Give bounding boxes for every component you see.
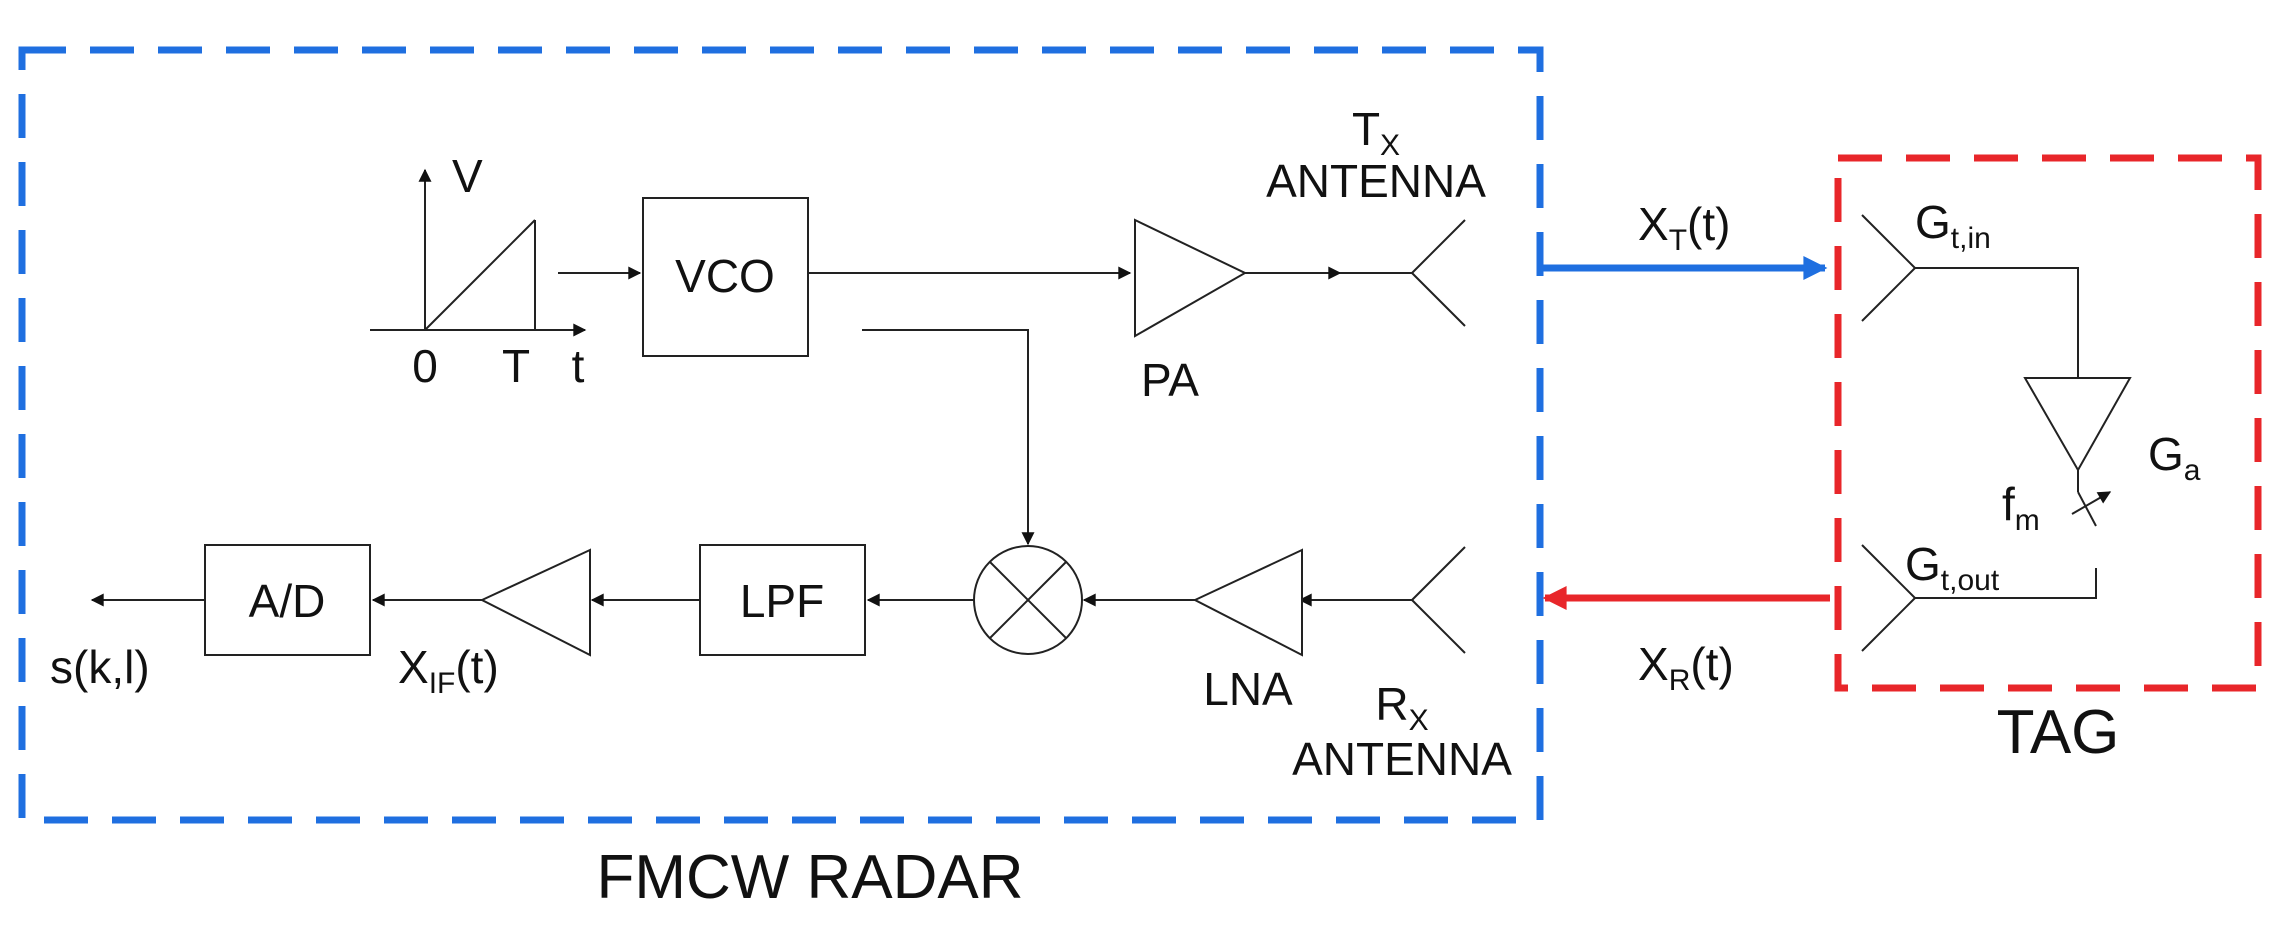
- receive-signal-label: XR(t): [1638, 638, 1734, 697]
- tag-input-line: [1915, 267, 2079, 378]
- ramp-waveform: V 0 T t: [370, 150, 587, 392]
- tag-output-gain-label: Gt,out: [1905, 538, 2000, 597]
- radar-label: FMCW RADAR: [596, 843, 1023, 912]
- modulation-switch-icon: [2071, 470, 2112, 527]
- radar-boundary: [18, 46, 1544, 824]
- pa-label: PA: [1141, 354, 1199, 406]
- tag-amplifier-gain-label: Ga: [2148, 428, 2201, 487]
- v-axis-label: V: [452, 150, 483, 202]
- vco-to-mixer-line: [862, 329, 1035, 546]
- lna-amplifier: [1192, 548, 1303, 657]
- if-signal-label: XIF(t): [398, 641, 499, 700]
- transmit-signal-label: XT(t): [1638, 198, 1730, 257]
- modulation-frequency-label: fm: [2002, 478, 2040, 537]
- tag-amplifier: [2023, 377, 2132, 473]
- if-amplifier: [479, 548, 591, 657]
- rx-antenna-label-2: ANTENNA: [1292, 733, 1512, 785]
- origin-label: 0: [412, 340, 438, 392]
- t-axis-label: t: [572, 340, 585, 392]
- tx-antenna-label: TX: [1352, 103, 1400, 162]
- vco-label: VCO: [675, 250, 775, 302]
- adc-label: A/D: [249, 575, 326, 627]
- tag-input-gain-label: Gt,in: [1915, 196, 1991, 255]
- lna-label: LNA: [1203, 663, 1293, 715]
- tx-antenna-icon: [1411, 219, 1466, 327]
- period-label: T: [502, 340, 530, 392]
- tag-output-line: [1915, 568, 2097, 599]
- tag-boundary: [1834, 154, 2262, 692]
- tag-input-antenna-icon: [1861, 214, 1916, 322]
- adc-block: [204, 544, 371, 656]
- vco-block: [642, 197, 809, 357]
- rx-antenna-label: RX: [1375, 678, 1428, 737]
- lpf-label: LPF: [740, 575, 824, 627]
- mixer: [973, 545, 1083, 655]
- rx-antenna-icon: [1411, 546, 1466, 654]
- tx-antenna-label-2: ANTENNA: [1266, 155, 1486, 207]
- tag-label: TAG: [1997, 698, 2120, 767]
- output-signal-label: s(k,l): [50, 641, 150, 693]
- pa-amplifier: [1134, 218, 1248, 338]
- tag-output-antenna-icon: [1861, 544, 1916, 652]
